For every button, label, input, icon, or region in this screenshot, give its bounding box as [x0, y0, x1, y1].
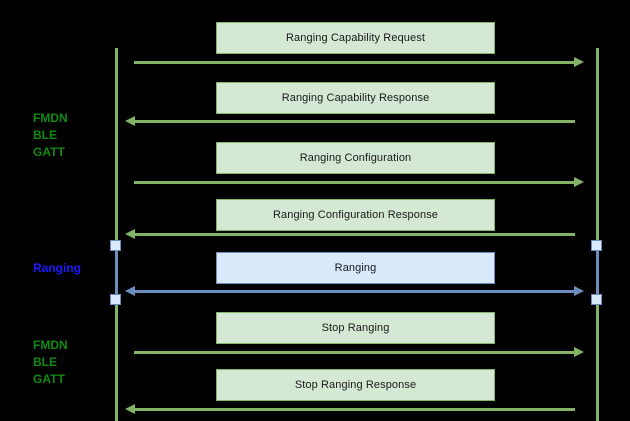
arrowhead-left-icon — [125, 404, 135, 414]
lifeline-left-upper — [115, 48, 118, 243]
arrowhead-right-icon — [574, 57, 584, 67]
message-box-ranging: Ranging — [216, 252, 495, 284]
arrow-shaft — [134, 61, 575, 64]
message-box-ranging-capability-response: Ranging Capability Response — [216, 82, 495, 114]
message-box-ranging-configuration-response: Ranging Configuration Response — [216, 199, 495, 231]
arrow-shaft — [134, 120, 575, 123]
message-box-ranging-configuration: Ranging Configuration — [216, 142, 495, 174]
lifeline-right-upper — [596, 48, 599, 243]
message-arrow-ranging-configuration-response — [125, 229, 575, 239]
phase-label-fmdn-ble-gatt-bottom: FMDN BLE GATT — [33, 338, 68, 386]
activation-left-end — [110, 294, 121, 305]
arrow-shaft — [134, 233, 575, 236]
arrowhead-left-icon — [125, 286, 135, 296]
message-box-ranging-capability-request: Ranging Capability Request — [216, 22, 495, 54]
message-arrow-ranging-configuration — [134, 177, 584, 187]
lifeline-right-lower — [596, 302, 599, 421]
lifeline-left-ranging — [115, 246, 118, 299]
activation-right-start — [591, 240, 602, 251]
arrow-shaft — [134, 408, 575, 411]
arrowhead-left-icon — [125, 229, 135, 239]
message-arrow-ranging-capability-response — [125, 116, 575, 126]
arrow-shaft — [134, 351, 575, 354]
arrowhead-right-icon — [574, 347, 584, 357]
message-arrow-stop-ranging-response — [125, 404, 575, 414]
phase-label-fmdn-ble-gatt-top: FMDN BLE GATT — [33, 111, 68, 159]
arrow-shaft — [134, 181, 575, 184]
arrowhead-right-icon — [574, 177, 584, 187]
activation-left-start — [110, 240, 121, 251]
activation-right-end — [591, 294, 602, 305]
arrowhead-left-icon — [125, 116, 135, 126]
message-arrow-stop-ranging — [134, 347, 584, 357]
arrowhead-right-icon — [574, 286, 584, 296]
arrow-shaft — [134, 290, 575, 293]
message-box-stop-ranging: Stop Ranging — [216, 312, 495, 344]
message-arrow-ranging-capability-request — [134, 57, 584, 67]
phase-label-ranging: Ranging — [33, 261, 81, 275]
lifeline-right-ranging — [596, 246, 599, 299]
lifeline-left-lower — [115, 302, 118, 421]
message-arrow-ranging — [125, 286, 584, 296]
message-box-stop-ranging-response: Stop Ranging Response — [216, 369, 495, 401]
